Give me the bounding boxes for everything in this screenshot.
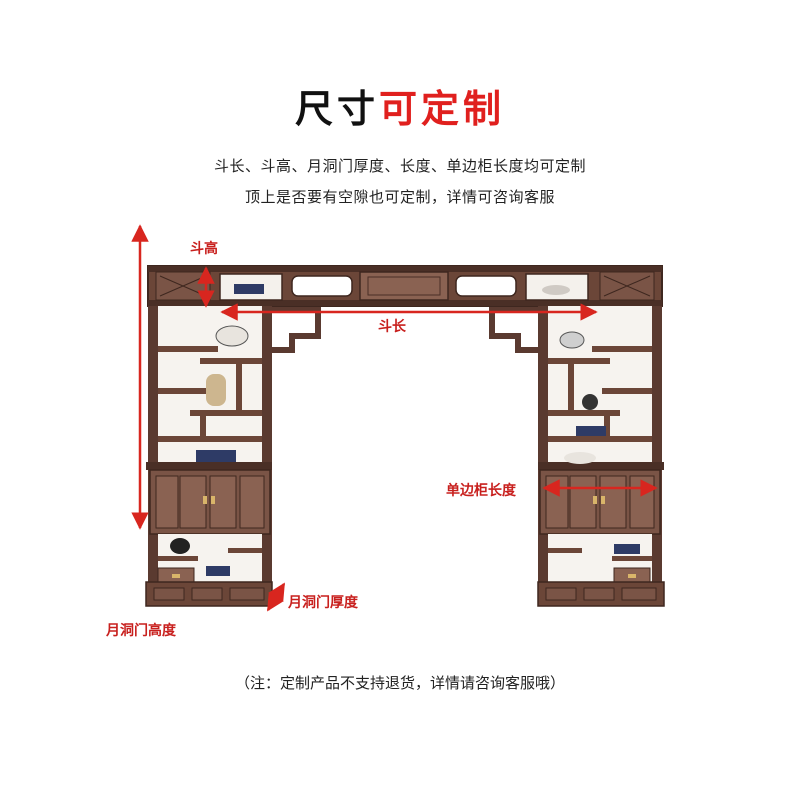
title-part-2-highlight: 可定制 — [379, 87, 506, 131]
footnote: （注：定制产品不支持退货，详情请咨询客服哦） — [234, 674, 565, 692]
label-dou-gao: 斗高 — [190, 241, 218, 257]
label-height: 月洞门高度 — [106, 623, 176, 639]
right-cabinet — [489, 306, 665, 607]
top-beam — [147, 265, 663, 307]
dimension-arrows — [131, 224, 658, 612]
description-line-1: 斗长、斗高、月洞门厚度、长度、单边柜长度均可定制 — [213, 157, 586, 175]
label-thickness: 月洞门厚度 — [288, 595, 358, 611]
title-part-1: 尺寸 — [294, 87, 379, 131]
thickness-arrow — [266, 582, 286, 612]
page-title: 尺寸可定制 — [0, 78, 800, 133]
description-line-2: 顶上是否要有空隙也可定制，详情可咨询客服 — [244, 188, 555, 206]
label-cabinet-length: 单边柜长度 — [446, 483, 516, 499]
label-dou-chang: 斗长 — [378, 319, 406, 335]
left-cabinet — [145, 306, 321, 607]
